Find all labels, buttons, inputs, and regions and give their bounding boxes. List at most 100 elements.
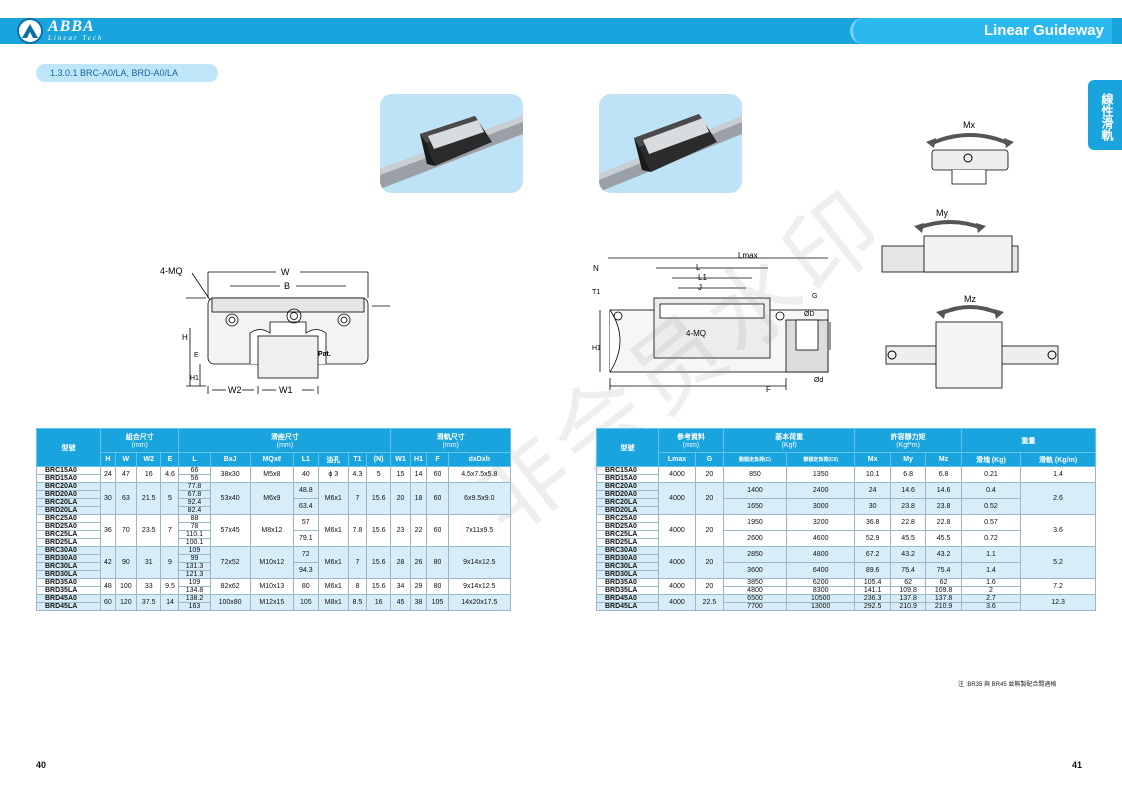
cell-f: 80 (426, 578, 449, 595)
cell-h: 36 (100, 514, 116, 547)
cell-ddh: 9x14x12.5 (447, 546, 512, 579)
cell-mz: 62 (925, 578, 962, 587)
cell-mz: 6.8 (925, 466, 962, 483)
cell-c0: 3200 (785, 514, 856, 531)
cell-c0: 4600 (785, 530, 856, 547)
label-4mq: 4-MQ (160, 266, 183, 276)
section-label: 1.3.0.1 BRC-A0/LA, BRD-A0/LA (36, 64, 218, 82)
cell-blk: 2 (960, 586, 1022, 595)
label-w2: W2 (228, 385, 242, 395)
cell-mz: 22.8 (925, 514, 962, 531)
cell-h: 48 (100, 578, 116, 595)
model-cell: BRC20LA (36, 498, 101, 507)
model-cell: BRD20A0 (36, 490, 101, 499)
cell-g: 20 (694, 514, 724, 547)
col-header: Mx (854, 452, 891, 467)
cell-w1: 20 (390, 482, 411, 515)
cell-c0: 3000 (785, 498, 856, 515)
cell-l: 78 (178, 522, 211, 531)
col-header: L (178, 452, 211, 467)
model-cell: BRD20A0 (596, 490, 659, 499)
cell-blk: 0.21 (960, 466, 1022, 483)
col-header: H1 (409, 452, 428, 467)
model-cell: BRD45A0 (596, 594, 659, 603)
col-model: 型號 (36, 428, 101, 467)
cell-w2: 33 (135, 578, 162, 595)
cell-h1: 22 (409, 514, 428, 547)
cell-w1: 15 (390, 466, 411, 483)
cell-blk: 0.57 (960, 514, 1022, 531)
col-header: Mz (925, 452, 962, 467)
cell-mx: 89.6 (854, 562, 891, 579)
col-header: BxJ (209, 452, 251, 467)
model-cell: BRC20LA (596, 498, 659, 507)
cell-my: 75.4 (889, 562, 927, 579)
cell-c0: 4800 (785, 546, 856, 563)
cell-f: 60 (426, 514, 449, 547)
cell-l: 82.4 (178, 506, 211, 515)
cell-my: 45.5 (889, 530, 927, 547)
model-cell: BRD30A0 (596, 554, 659, 563)
cell-mz: 43.2 (925, 546, 962, 563)
cell-mz: 45.5 (925, 530, 962, 547)
page-number-right: 41 (1072, 760, 1083, 770)
cell-w2: 23.5 (135, 514, 162, 547)
cell-l: 77.8 (178, 482, 211, 491)
label-w1: W1 (279, 385, 293, 395)
col-model: 型號 (596, 428, 659, 467)
group-reference: 參考資料(mm) (658, 428, 724, 453)
cell-w1: 45 (390, 594, 411, 611)
cell-n: 15.6 (365, 514, 392, 547)
cell-lmax: 4000 (658, 482, 696, 515)
cell-my: 137.8 (889, 594, 927, 603)
cell-l: 99 (178, 554, 211, 563)
cell-mx: 292.5 (854, 602, 891, 611)
cell-my: 6.8 (889, 466, 927, 483)
cell-l1: 48.8 (293, 482, 319, 499)
col-header: L1 (293, 452, 319, 467)
cell-lmax: 4000 (658, 594, 696, 611)
col-header: Lmax (658, 452, 696, 467)
cell-l: 109 (178, 546, 211, 555)
label-f: F (766, 385, 771, 394)
cell-blk: 1.1 (960, 546, 1022, 563)
col-header: MQxℓ (249, 452, 295, 467)
model-cell: BRD25A0 (36, 522, 101, 531)
cell-c0: 8300 (785, 586, 856, 595)
page-number-left: 40 (36, 760, 47, 770)
cell-w: 100 (114, 578, 137, 595)
cell-t1: 7 (347, 482, 367, 515)
cell-h1: 29 (409, 578, 428, 595)
cell-g: 20 (694, 466, 724, 483)
col-header: E (160, 452, 180, 467)
cell-t1: 7.8 (347, 514, 367, 547)
cell-l: 138.2 (178, 594, 211, 603)
model-cell: BRC25A0 (596, 514, 659, 523)
cell-h: 60 (100, 594, 116, 611)
cell-c: 3600 (722, 562, 788, 579)
label-n: N (593, 264, 599, 273)
cell-c: 1400 (722, 482, 788, 499)
cell-mx: 67.2 (854, 546, 891, 563)
cell-g: 20 (694, 546, 724, 579)
col-header: 油孔 (317, 452, 349, 467)
cell-mz: 109.8 (925, 586, 962, 595)
cell-c: 4800 (722, 586, 788, 595)
label-e: E (194, 352, 199, 359)
model-cell: BRD25A0 (596, 522, 659, 531)
col-header: F (426, 452, 449, 467)
cell-l: 88 (178, 514, 211, 523)
moment-mz-drawing: Mz (885, 294, 1059, 389)
cell-w1: 23 (390, 514, 411, 547)
cell-blk: 0.4 (960, 482, 1022, 499)
model-cell: BRD45LA (36, 602, 101, 611)
cell-lmax: 4000 (658, 466, 696, 483)
cell-w: 90 (114, 546, 137, 579)
